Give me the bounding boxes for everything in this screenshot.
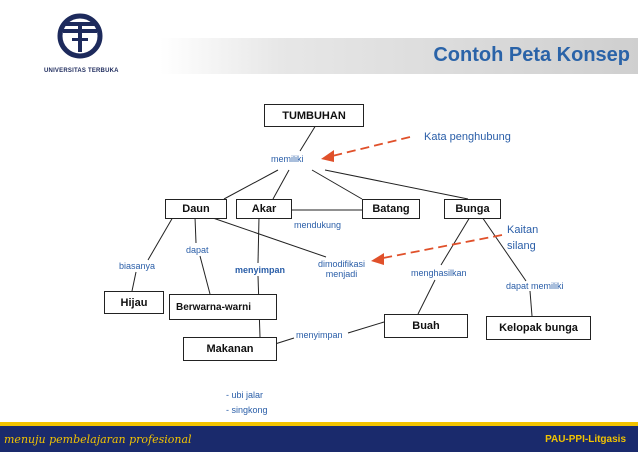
link-mendukung: mendukung: [294, 220, 342, 230]
page-title: Contoh Peta Konsep: [433, 44, 630, 66]
annotation-kaitan: Kaitan: [507, 224, 539, 236]
footer-accent-band: [0, 422, 638, 426]
node-makanan: Makanan: [183, 337, 277, 361]
node-bunga: Bunga: [444, 199, 501, 219]
node-kelopak-bunga: Kelopak bunga: [486, 316, 591, 340]
link-dapat-memiliki: dapat memiliki: [506, 281, 564, 291]
annotation-kata-penghubung: Kata penghubung: [424, 131, 511, 143]
node-buah: Buah: [384, 314, 468, 338]
link-memiliki: memiliki: [271, 154, 304, 164]
link-menjadi: menjadi: [325, 269, 358, 279]
node-hijau: Hijau: [104, 291, 164, 314]
node-batang: Batang: [362, 199, 420, 219]
link-menghasilkan: menghasilkan: [411, 268, 467, 278]
annotation-kaitan-silang: Kaitan silang: [507, 222, 538, 254]
footer-motto: menuju pembelajaran profesional: [4, 433, 192, 446]
node-tumbuhan: TUMBUHAN: [264, 104, 364, 127]
link-dapat: dapat: [186, 245, 209, 255]
link-dimodifikasi: dimodifikasi: [318, 259, 366, 269]
annotation-silang: silang: [507, 240, 536, 252]
list-item: - ubi jalar: [226, 390, 264, 400]
link-menyimpan-akar: menyimpan: [235, 265, 286, 275]
link-dimodifikasi-menjadi: dimodifikasi menjadi: [318, 259, 365, 279]
examples-list: - ubi jalar - singkong: [226, 388, 268, 418]
footer-organization: PAU-PPI-Litgasis: [545, 434, 626, 445]
logo-text: UNIVERSITAS TERBUKA: [44, 68, 119, 74]
list-item: - singkong: [226, 405, 268, 415]
link-biasanya: biasanya: [119, 261, 156, 271]
node-daun: Daun: [165, 199, 227, 219]
node-berwarna-warni: Berwarna-warni: [169, 294, 277, 320]
node-akar: Akar: [236, 199, 292, 219]
header-bar: [160, 38, 638, 74]
university-logo: [45, 8, 115, 86]
link-menyimpan-buah: menyimpan: [296, 330, 343, 340]
footer-bar: [0, 426, 638, 452]
emblem-icon: [57, 13, 103, 59]
